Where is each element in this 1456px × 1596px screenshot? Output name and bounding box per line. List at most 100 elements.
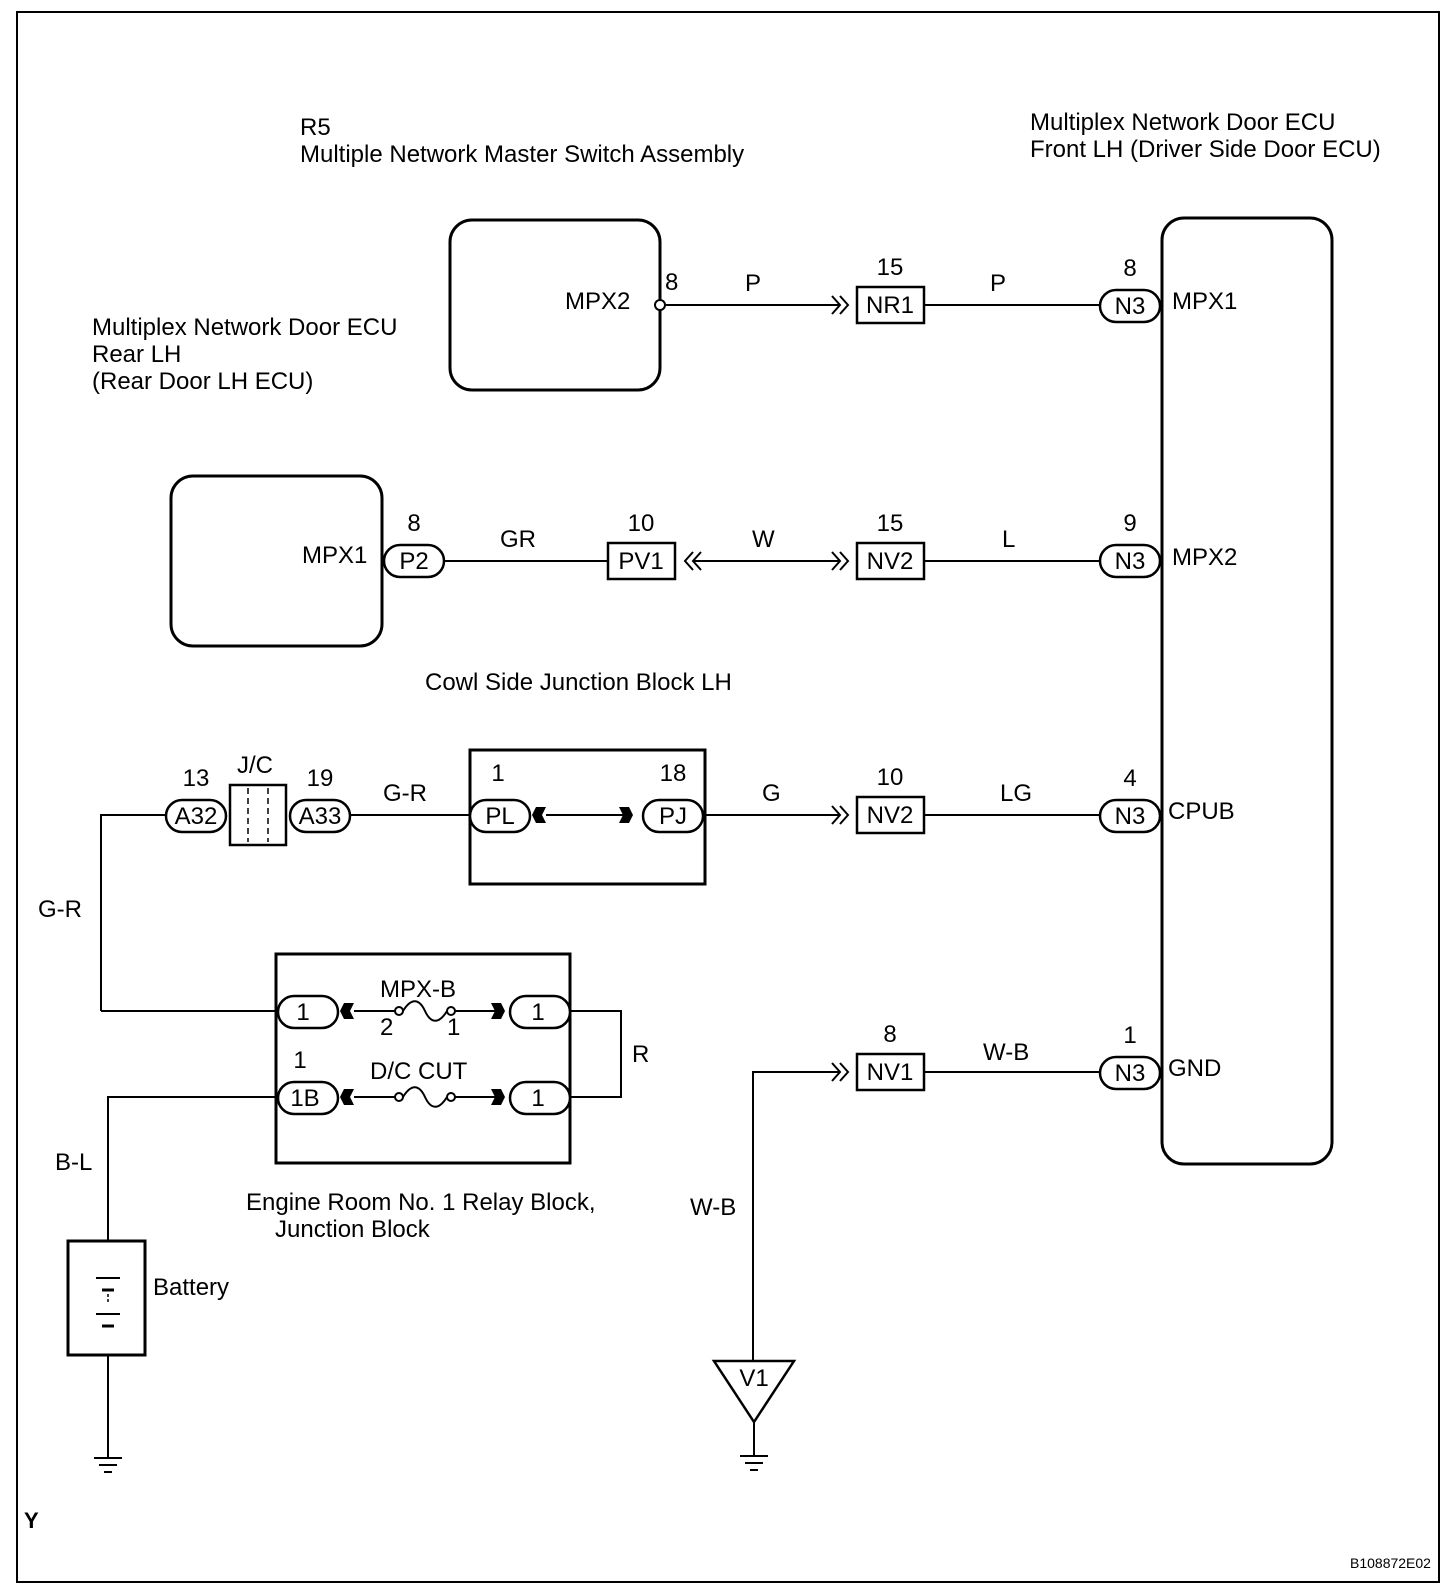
- connector-nr1-pin: 15: [877, 254, 904, 281]
- connector-a32: [164, 798, 228, 834]
- section-letter: Y: [24, 1508, 39, 1533]
- wire-bl: [107, 1096, 278, 1241]
- r5-pin-label: 8: [665, 269, 678, 296]
- connector-pl: [468, 798, 532, 834]
- ecu-gnd-terminal: GND: [1168, 1055, 1221, 1082]
- mpxb-contact-left: [340, 1003, 354, 1019]
- ground-point-v1: [711, 1359, 797, 1425]
- connector-nr1-name: NR1: [866, 292, 914, 319]
- wire-color-p-2: P: [990, 270, 1006, 297]
- rear-ecu-label-3: (Rear Door LH ECU): [92, 368, 313, 395]
- connector-nv2-b-name: NV2: [867, 802, 914, 829]
- connector-n3-cpub-name: N3: [1115, 803, 1146, 830]
- fuse-dccut-end-right: [446, 1092, 456, 1102]
- wire-color-w: W: [752, 526, 775, 553]
- ecu-mpx2-terminal: MPX2: [1172, 544, 1237, 571]
- wire-color-p-1: P: [745, 270, 761, 297]
- fuse-mpxb-pin-left: 2: [380, 1014, 393, 1041]
- fuse-dccut-icon: [402, 1086, 448, 1108]
- connector-nv1-name: NV1: [867, 1059, 914, 1086]
- connector-er-dccut-out-name: 1: [531, 1085, 544, 1112]
- fuse-mpxb-end-left: [394, 1006, 404, 1016]
- ecu-cpub-terminal: CPUB: [1168, 798, 1235, 825]
- connector-pv1-pin: 10: [628, 510, 655, 537]
- connector-er-mpxb-in-name: 1: [296, 999, 309, 1026]
- diagram-code: B108872E02: [1350, 1555, 1431, 1571]
- wire-color-left-gr: G-R: [38, 896, 82, 923]
- rear-mpx1-terminal: MPX1: [302, 542, 367, 569]
- cowl-block-label: Cowl Side Junction Block LH: [425, 669, 732, 696]
- connector-pj-name: PJ: [659, 803, 687, 830]
- battery-box: [66, 1239, 147, 1357]
- connector-pl-name: PL: [485, 803, 514, 830]
- front-door-ecu-box: [1160, 216, 1334, 1166]
- connector-er-1b: [276, 1080, 340, 1116]
- r5-name-label: Multiple Network Master Switch Assembly: [300, 141, 744, 168]
- v1-ground-icon: [740, 1455, 768, 1471]
- connector-a32-name: A32: [175, 803, 218, 830]
- fuse-mpxb-pin-right: 1: [447, 1014, 460, 1041]
- ground-point-v1-name: V1: [739, 1365, 768, 1392]
- connector-pv1: [606, 541, 677, 581]
- wire-ground-wb: [752, 1071, 840, 1361]
- connector-er-dccut-out: [508, 1080, 572, 1116]
- wire-color-wb: W-B: [983, 1039, 1029, 1066]
- inline-mark-nr1: [831, 295, 850, 315]
- wire-color-bl: B-L: [55, 1149, 92, 1176]
- connector-a32-pin: 13: [183, 765, 210, 792]
- fuse-mpxb-name: MPX-B: [380, 976, 456, 1003]
- rear-door-ecu-box: [169, 474, 384, 648]
- connector-nr1: [855, 285, 926, 325]
- connector-er-1b-name: 1B: [290, 1085, 319, 1112]
- dccut-contact-right: [491, 1089, 505, 1105]
- r5-mpx2-terminal: MPX2: [565, 288, 630, 315]
- jc-label: J/C: [237, 752, 273, 779]
- dccut-contact-left: [340, 1089, 354, 1105]
- wire-color-wb-vertical: W-B: [690, 1194, 736, 1221]
- wire-color-gr: GR: [500, 526, 536, 553]
- junction-connector-jc: [228, 783, 288, 847]
- pj-contact-mark: [619, 807, 633, 823]
- connector-nv2-a-name: NV2: [867, 548, 914, 575]
- connector-a33-pin: 19: [307, 765, 334, 792]
- engine-block-label-2: Junction Block: [275, 1216, 431, 1243]
- wire-color-r: R: [632, 1041, 649, 1068]
- connector-nv2-b-pin: 10: [877, 764, 904, 791]
- connector-er-1b-pin: 1: [293, 1047, 306, 1074]
- fuse-mpxb-icon: [402, 1000, 448, 1022]
- connector-n3-mpx2-name: N3: [1115, 548, 1146, 575]
- frame-border: [16, 11, 1440, 1583]
- rear-ecu-label-1: Multiplex Network Door ECU: [92, 314, 397, 341]
- front-ecu-label-2: Front LH (Driver Side Door ECU): [1030, 136, 1381, 163]
- engine-relay-block: [274, 952, 572, 1165]
- wire-color-lg: LG: [1000, 780, 1032, 807]
- ecu-mpx1-terminal: MPX1: [1172, 288, 1237, 315]
- connector-nv2-a: [855, 541, 926, 581]
- connector-n3-mpx1-name: N3: [1115, 293, 1146, 320]
- connector-p2-name: P2: [399, 548, 428, 575]
- mpxb-contact-right: [491, 1003, 505, 1019]
- fuse-dccut-name: D/C CUT: [370, 1058, 468, 1085]
- wire-color-g: G: [762, 780, 781, 807]
- connector-n3-mpx1-pin: 8: [1123, 255, 1136, 282]
- wire-color-l: L: [1002, 526, 1015, 553]
- connector-n3-gnd-name: N3: [1115, 1060, 1146, 1087]
- battery-label: Battery: [153, 1274, 229, 1301]
- connector-n3-mpx2-pin: 9: [1123, 510, 1136, 537]
- engine-block-label-1: Engine Room No. 1 Relay Block,: [246, 1189, 596, 1216]
- connector-nv2-a-pin: 15: [877, 510, 904, 537]
- fuse-dccut-end-left: [394, 1092, 404, 1102]
- connector-a33-name: A33: [299, 803, 342, 830]
- connector-nv1-pin: 8: [883, 1021, 896, 1048]
- connector-pj-pin: 18: [660, 760, 687, 787]
- inline-mark-nv2-a: [831, 551, 850, 571]
- connector-n3-gnd-pin: 1: [1123, 1022, 1136, 1049]
- connector-nv2-b: [855, 795, 926, 835]
- connector-n3-mpx1: [1098, 288, 1162, 324]
- connector-n3-cpub-pin: 4: [1123, 765, 1136, 792]
- front-ecu-label-1: Multiplex Network Door ECU: [1030, 109, 1335, 136]
- pl-contact-mark: [532, 807, 546, 823]
- wire-r-loop: [570, 1010, 622, 1098]
- connector-n3-cpub: [1098, 798, 1162, 834]
